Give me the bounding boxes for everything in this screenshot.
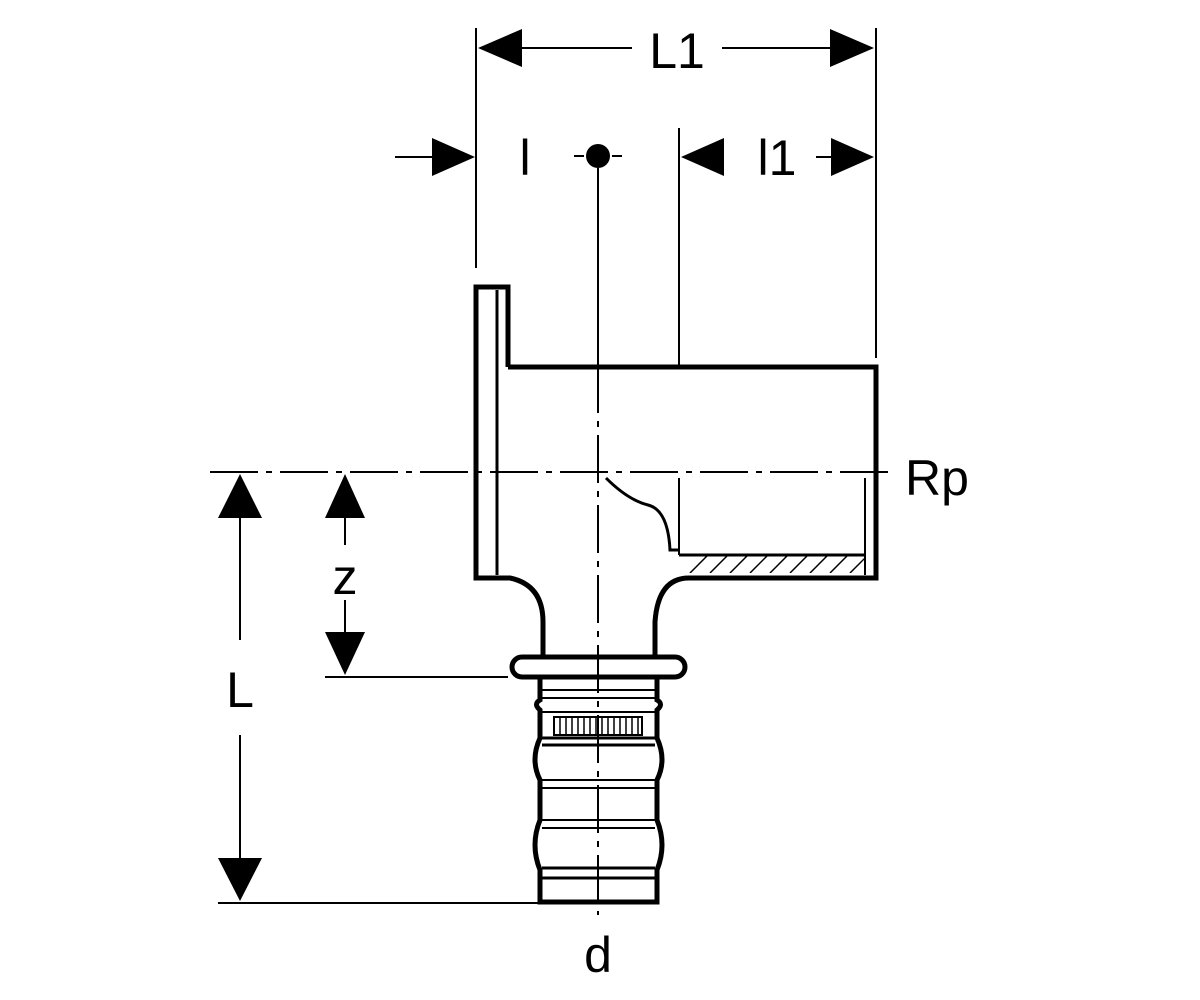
label-l: l — [519, 130, 530, 186]
label-L: L — [226, 662, 254, 718]
thread-hatching — [689, 555, 865, 573]
dimension-l: l — [395, 130, 531, 186]
arrowhead-z-top — [325, 474, 365, 518]
dimension-L1: L1 — [475, 23, 877, 358]
dimension-L: L — [218, 474, 540, 904]
fitting-body — [473, 284, 879, 657]
center-point-dot — [586, 144, 610, 168]
arrowhead-L1-left — [478, 29, 522, 67]
wall-plate-outline — [473, 284, 546, 657]
label-z: z — [333, 549, 358, 605]
arrowhead-l1-left — [681, 138, 724, 176]
label-L1: L1 — [649, 23, 705, 79]
body-outline — [508, 364, 879, 657]
arrowhead-l — [432, 138, 475, 176]
arrowhead-L1-right — [830, 29, 874, 67]
arrowhead-L-bottom — [218, 858, 262, 901]
label-d: d — [584, 927, 612, 983]
arrowhead-L-top — [218, 474, 262, 518]
arrowhead-z-bottom — [325, 632, 365, 675]
horizontal-centerline: Rp — [210, 450, 969, 506]
dimension-z: z — [325, 474, 508, 678]
arrowhead-l1-right — [831, 138, 874, 176]
dimension-l1: l1 — [678, 128, 874, 365]
label-Rp: Rp — [905, 450, 969, 506]
center-mark — [574, 144, 622, 365]
section-break-line — [604, 476, 679, 552]
label-l1: l1 — [758, 130, 797, 186]
